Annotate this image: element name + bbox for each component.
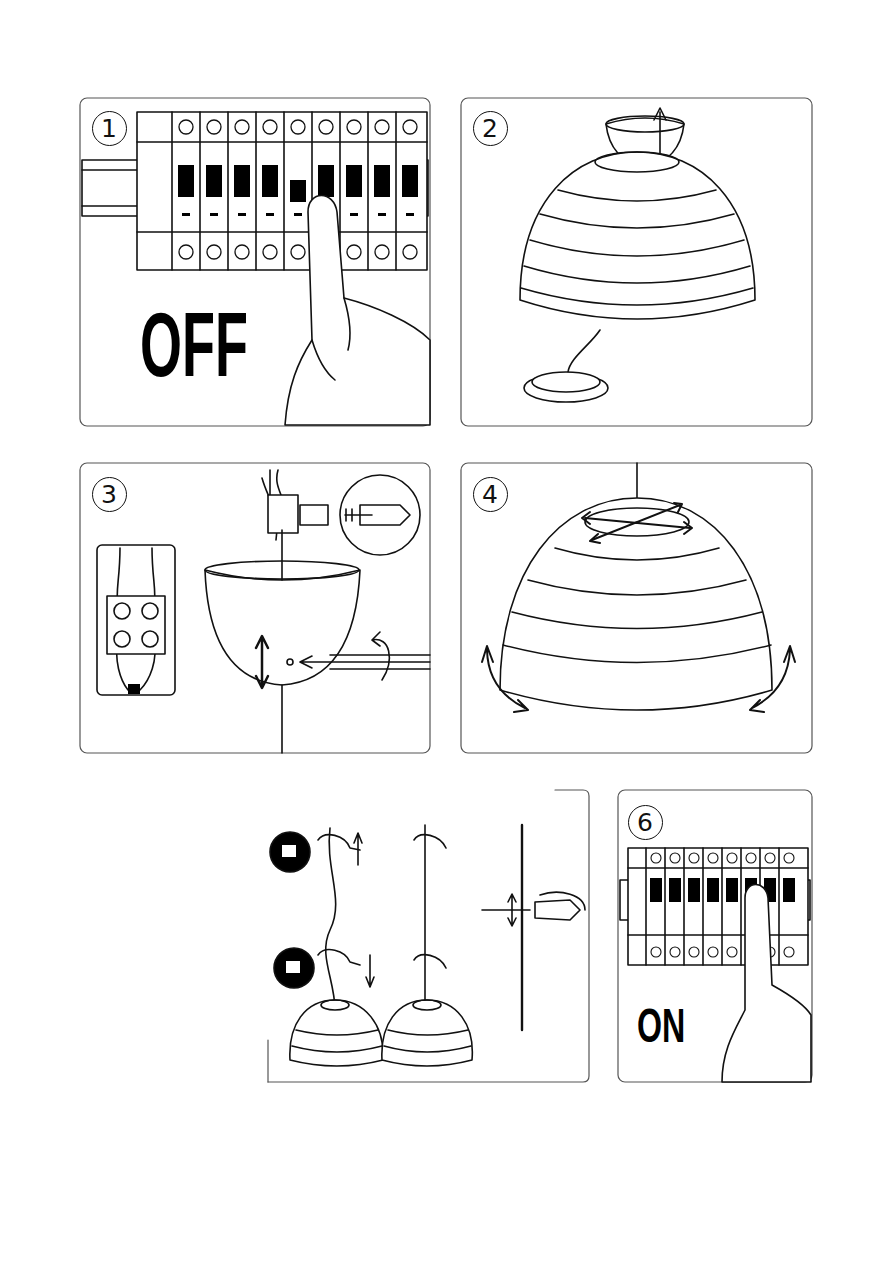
step-number: 1 [101,116,117,141]
switch-label: OFF [140,300,248,390]
height-adjust [270,825,585,1066]
step-number: 2 [482,116,498,141]
switch-label: ON [637,1002,685,1050]
step-circle: 1 [92,111,127,146]
lamp-shade [482,463,795,712]
step-number: 3 [101,482,117,507]
breaker-panel [82,112,430,425]
step-circle: 3 [92,477,127,512]
wiring-detail [97,470,430,753]
lamp-shade [520,108,755,402]
step-circle: 6 [628,805,663,840]
step-circle: 2 [473,111,508,146]
breaker-panel [620,848,811,1082]
step-number: 4 [482,482,498,507]
step-circle: 4 [473,477,508,512]
panel-frame [80,98,812,1082]
step-number: 6 [637,810,653,835]
